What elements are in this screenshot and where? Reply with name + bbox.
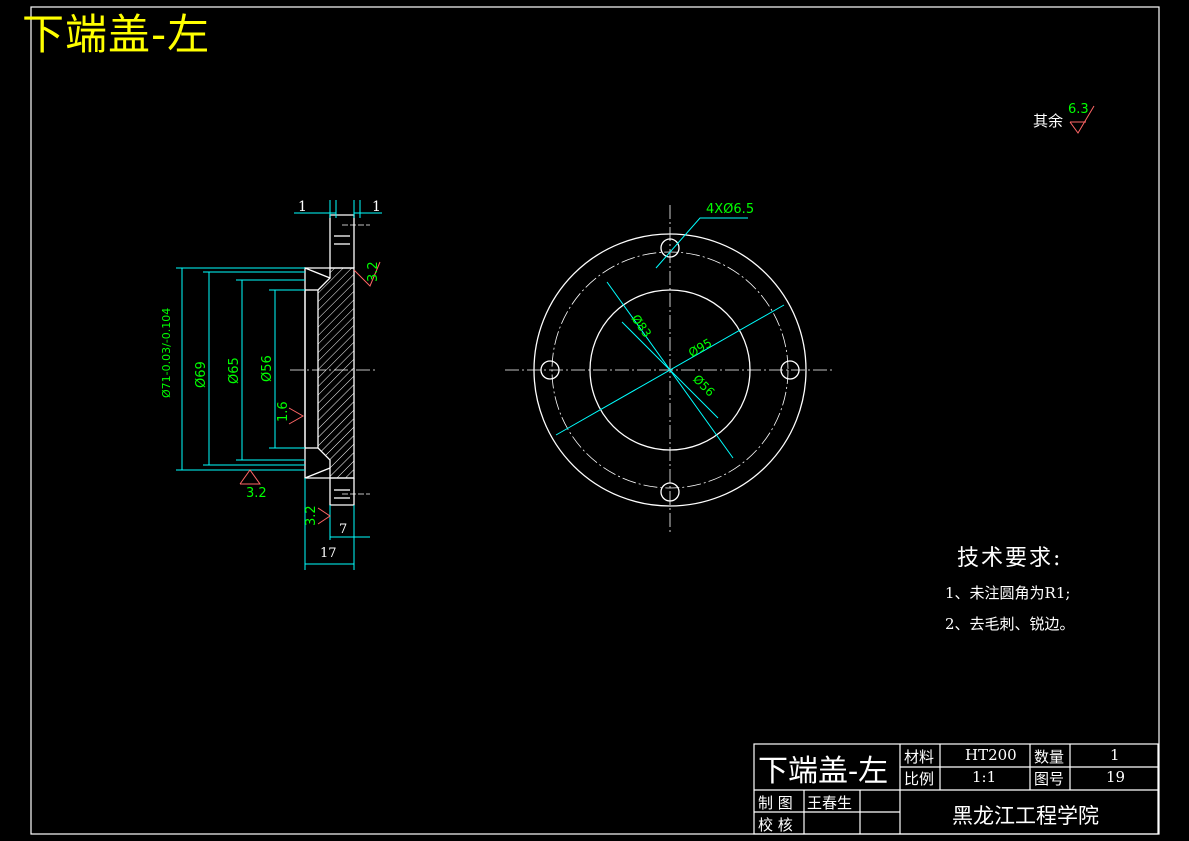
- tb-drawing-no: 19: [1106, 768, 1126, 786]
- tech-item-1: 1、未注圆角为R1;: [945, 584, 1071, 602]
- surface-finish-label: 其余: [1033, 112, 1064, 130]
- tb-drawn-by: 王春生: [807, 794, 853, 812]
- roughness-symbols: [239, 105, 1095, 525]
- dim-bottom-7: 7: [339, 522, 348, 537]
- tb-quantity-label: 数量: [1034, 748, 1065, 766]
- tb-material-label: 材料: [904, 748, 935, 766]
- tb-drawing-no-label: 图号: [1034, 770, 1065, 788]
- tb-quantity: 1: [1110, 746, 1120, 764]
- tb-school: 黑龙江工程学院: [952, 804, 1099, 828]
- tb-scale: 1:1: [972, 768, 997, 786]
- roughness-outer: 3.2: [246, 486, 267, 501]
- tech-requirements: 技术要求: 1、未注圆角为R1; 2、去毛刺、锐边。: [945, 540, 1075, 634]
- tb-scale-label: 比例: [904, 770, 935, 788]
- section-view: [304, 214, 355, 506]
- tb-part-name: 下端盖-左: [758, 754, 889, 789]
- hole-callout: 4XØ6.5: [706, 202, 755, 217]
- front-dimension-lines: [555, 217, 785, 459]
- section-dimension-lines: [176, 200, 382, 570]
- tb-material: HT200: [965, 746, 1017, 764]
- dim-top-right: 1: [372, 199, 381, 215]
- tech-item-2: 2、去毛刺、锐边。: [945, 615, 1075, 633]
- tb-checked-label: 校 核: [758, 816, 793, 834]
- drawing-frame: [30, 6, 1160, 835]
- tb-drawn-label: 制 图: [758, 794, 793, 812]
- page-title: 下端盖-左: [22, 10, 211, 59]
- tech-heading: 技术要求:: [957, 546, 1063, 571]
- surface-finish-value: 6.3: [1068, 102, 1089, 117]
- dim-top-left: 1: [298, 199, 307, 215]
- dim-bottom-17: 17: [320, 546, 337, 561]
- other-surface-finish: 其余: [1033, 110, 1063, 131]
